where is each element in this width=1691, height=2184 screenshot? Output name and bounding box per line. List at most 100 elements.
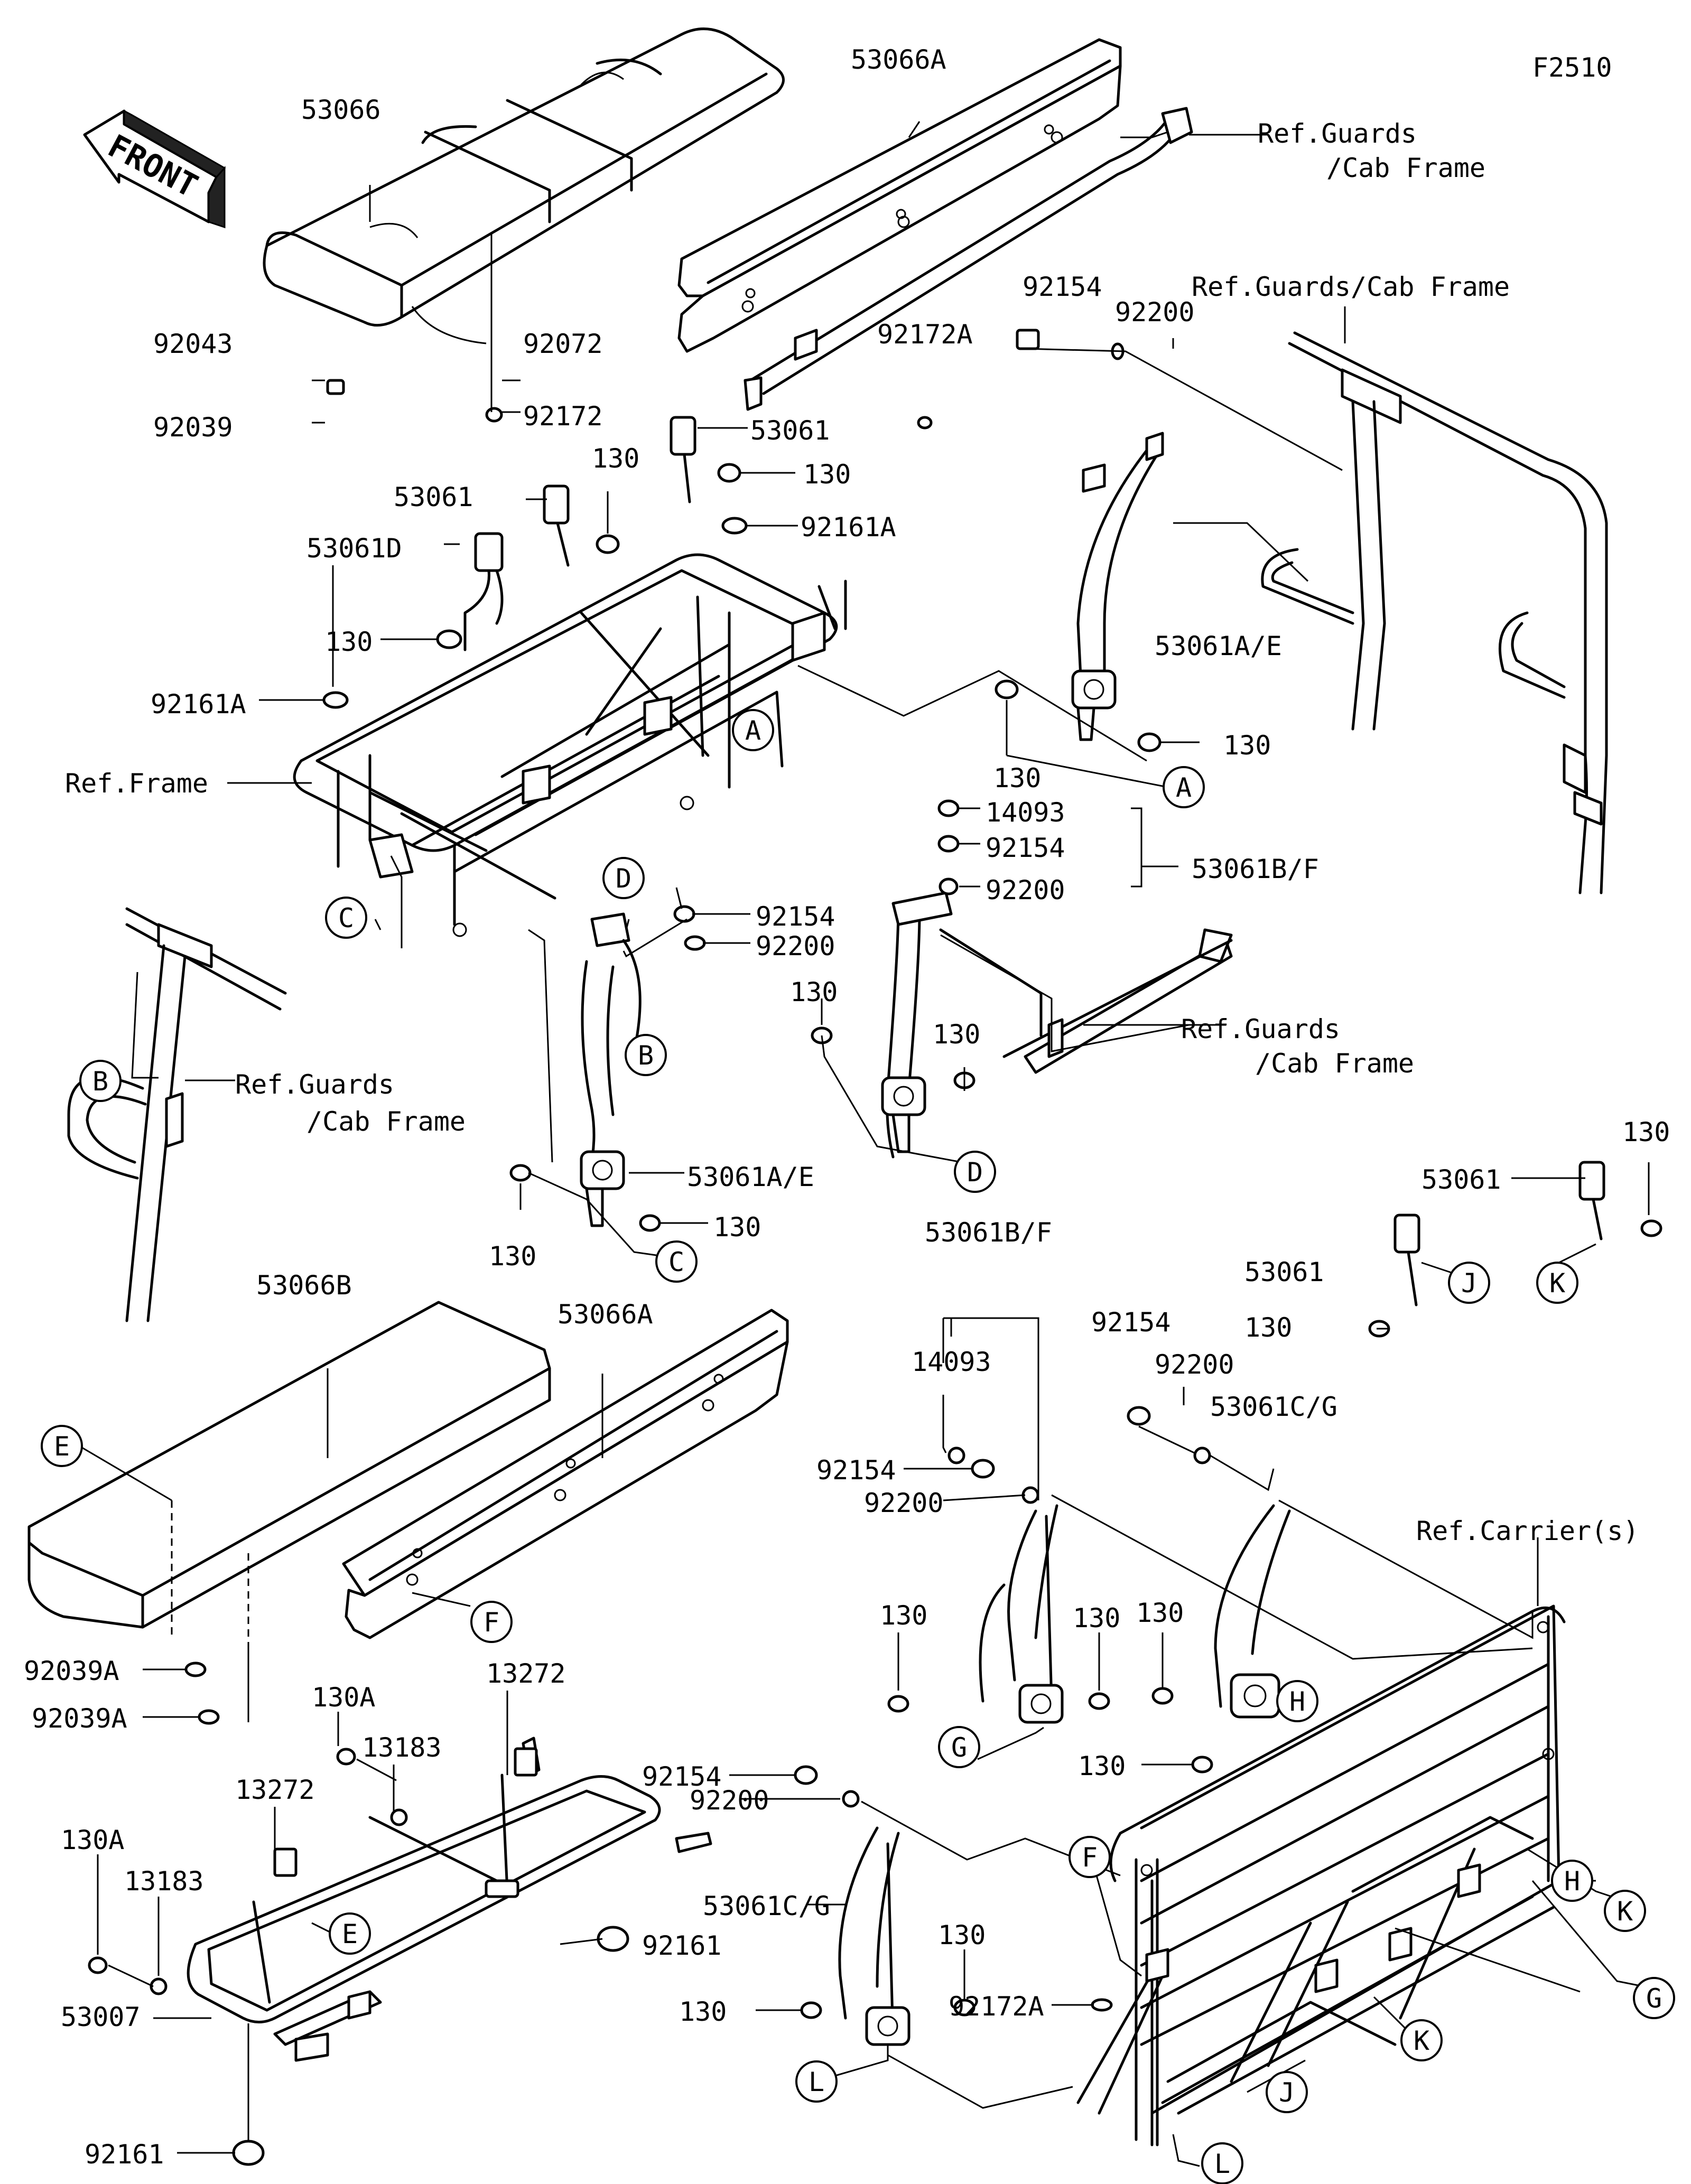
label-53066A-bot: 53066A <box>558 1299 653 1330</box>
label-cab-frame-left: /Cab Frame <box>306 1106 466 1137</box>
seat-belt-53061CG-right <box>1214 1504 1291 1719</box>
label-92161A-a: 92161A <box>801 512 896 543</box>
label-130A-a: 130A <box>312 1682 375 1713</box>
label-ref-guards-top: Ref.Guards <box>1258 118 1417 149</box>
label-92161-b: 92161 <box>85 2139 164 2170</box>
label-92200-c: 92200 <box>756 931 835 962</box>
svg-text:H: H <box>1564 1866 1580 1897</box>
label-ref-guards-mid: Ref.Guards <box>1181 1014 1340 1044</box>
label-ref-guards-left: Ref.Guards <box>235 1069 394 1100</box>
label-92154-b: 92154 <box>986 833 1065 863</box>
svg-text:L: L <box>1214 2149 1230 2179</box>
side-panel-53066A-top <box>677 38 1122 353</box>
seat-frame-53007 <box>187 1737 712 2062</box>
callout-K1: K <box>1536 1262 1578 1304</box>
svg-text:G: G <box>1646 1983 1662 2014</box>
callout-A1: A <box>732 709 774 751</box>
guard-tube-top <box>744 107 1193 411</box>
figure-code: F2510 <box>1532 52 1612 83</box>
label-130-j: 130 <box>1622 1117 1670 1147</box>
svg-text:B: B <box>92 1066 108 1097</box>
label-92200-d: 92200 <box>1155 1349 1234 1380</box>
label-14093-b: 14093 <box>912 1347 991 1377</box>
label-92161A-b: 92161A <box>151 689 246 720</box>
label-53061-c: 53061 <box>1421 1164 1501 1195</box>
label-130-g: 130 <box>933 1019 980 1050</box>
label-53061CG-b: 53061C/G <box>703 1891 830 1921</box>
callout-F2: F <box>1069 1836 1111 1878</box>
label-13272-a: 13272 <box>486 1658 566 1689</box>
svg-text:F: F <box>1082 1842 1098 1873</box>
cab-frame-right <box>1261 331 1608 894</box>
leader-lines <box>81 121 1650 2167</box>
svg-text:A: A <box>745 715 761 746</box>
label-53061BF-a: 53061B/F <box>1192 854 1319 884</box>
seat-belt-53061BF-lower <box>979 1504 1064 1724</box>
label-130-h: 130 <box>489 1241 536 1272</box>
label-92154-d: 92154 <box>1091 1307 1171 1338</box>
seat-cushion-53066 <box>263 27 785 344</box>
label-53061-b: 53061 <box>394 482 473 512</box>
buckle-53061-right2 <box>1578 1161 1605 1240</box>
label-92200-b: 92200 <box>986 875 1065 906</box>
svg-text:J: J <box>1461 1268 1477 1299</box>
label-53007: 53007 <box>61 2002 141 2032</box>
label-130-i: 130 <box>713 1212 761 1243</box>
callout-G1: G <box>938 1726 980 1768</box>
label-92043: 92043 <box>153 329 233 359</box>
label-13183-a: 13183 <box>362 1732 442 1763</box>
label-130-m: 130 <box>1073 1603 1120 1634</box>
label-92200-a: 92200 <box>1115 297 1195 328</box>
buckle-53061-right1 <box>1393 1214 1420 1306</box>
svg-text:A: A <box>1176 772 1192 803</box>
callout-E2: E <box>329 1912 371 1955</box>
callout-H1: H <box>1276 1680 1318 1722</box>
seat-belt-53061CG-lower <box>838 1826 910 2046</box>
svg-text:C: C <box>338 903 354 934</box>
callout-B2: B <box>625 1034 667 1076</box>
carrier-frame <box>1076 1604 1566 2146</box>
seat-cushion-53066B <box>27 1301 551 1722</box>
seat-belt-53061AE-lower <box>580 912 642 1227</box>
svg-text:G: G <box>951 1732 967 1763</box>
label-130-k: 130 <box>1244 1312 1292 1343</box>
label-cab-frame-mid: /Cab Frame <box>1255 1048 1414 1079</box>
seat-frame <box>293 553 847 937</box>
label-53066B: 53066B <box>256 1270 352 1301</box>
label-92172: 92172 <box>523 401 603 432</box>
label-53066A-top: 53066A <box>851 44 946 75</box>
callout-J2: J <box>1266 2071 1308 2113</box>
svg-text:K: K <box>1617 1896 1633 1927</box>
label-ref-frame: Ref.Frame <box>65 768 208 799</box>
label-cab-frame-top: /Cab Frame <box>1326 153 1485 183</box>
callout-H2: H <box>1551 1860 1593 1902</box>
label-130-e: 130 <box>1223 730 1271 761</box>
buckle-53061-left <box>543 484 570 567</box>
svg-text:E: E <box>342 1919 358 1949</box>
label-130-f: 130 <box>790 977 838 1007</box>
label-53066: 53066 <box>301 95 381 125</box>
label-13272-b: 13272 <box>235 1775 315 1805</box>
label-13183-b: 13183 <box>124 1866 204 1897</box>
svg-text:L: L <box>809 2067 824 2097</box>
side-panel-53066A-bottom <box>342 1309 789 1639</box>
svg-text:E: E <box>54 1431 70 1462</box>
front-arrow: FRONT <box>83 109 226 229</box>
label-92200-e: 92200 <box>864 1488 944 1518</box>
label-92154-e: 92154 <box>816 1455 896 1486</box>
seat-belt-53061AE-top <box>1071 432 1164 741</box>
svg-text:D: D <box>967 1157 983 1188</box>
label-53061D: 53061D <box>306 533 402 564</box>
label-92172A-top: 92172A <box>877 319 973 350</box>
label-130A-b: 130A <box>61 1825 124 1855</box>
label-92200-f: 92200 <box>690 1785 769 1816</box>
callout-A2: A <box>1163 766 1205 808</box>
callout-F1: F <box>470 1601 513 1643</box>
svg-text:J: J <box>1279 2077 1295 2108</box>
svg-text:B: B <box>638 1040 654 1071</box>
label-130-q: 130 <box>938 1920 986 1950</box>
svg-text:C: C <box>668 1247 684 1277</box>
label-53061AE-b: 53061A/E <box>687 1162 814 1192</box>
label-130-n: 130 <box>1136 1598 1184 1628</box>
callout-D2: D <box>954 1151 996 1193</box>
